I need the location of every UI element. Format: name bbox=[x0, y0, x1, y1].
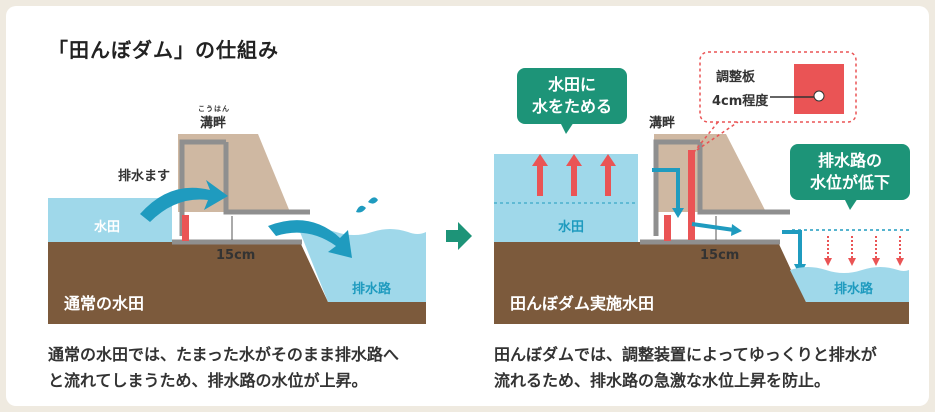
bubble-line: 水田に bbox=[547, 75, 596, 94]
right-bank bbox=[654, 134, 766, 212]
right-paddy-water bbox=[494, 154, 638, 242]
drop-arrows bbox=[827, 236, 901, 258]
left-drain-pipe bbox=[223, 142, 310, 215]
right-paddy-label: 水田 bbox=[558, 220, 585, 235]
right-kohan-label: 溝畔 bbox=[649, 116, 676, 131]
rise-arrows bbox=[532, 154, 616, 196]
right-drain-pipe bbox=[697, 142, 790, 215]
bubble-lower-level: 排水路の 水位が低下 bbox=[790, 144, 910, 200]
right-channel-label: 排水路 bbox=[834, 282, 874, 297]
left-caption: 通常の水田では、たまった水がそのまま排水路へ と流れてしまうため、排水路の水位が… bbox=[48, 342, 448, 394]
splash-icon bbox=[356, 197, 378, 213]
board-sample bbox=[794, 64, 844, 114]
bubble-tail-store bbox=[560, 122, 574, 134]
left-channel-label: 排水路 bbox=[352, 282, 392, 297]
right-flow-head-2 bbox=[731, 224, 742, 236]
left-kohan-label: 溝畔 bbox=[200, 116, 227, 131]
right-drain-box bbox=[653, 139, 700, 236]
left-earth bbox=[48, 242, 426, 324]
left-paddy-label: 水田 bbox=[94, 220, 121, 235]
right-caption-line: 流れるため、排水路の急激な水位上昇を防止。 bbox=[494, 371, 831, 390]
board-size-label: 4cm程度 bbox=[712, 94, 769, 109]
right-earth bbox=[494, 242, 909, 324]
bubble-line: 水をためる bbox=[531, 97, 612, 116]
right-caption-line: 田んぼダムでは、調整装置によってゆっくりと排水が bbox=[494, 345, 877, 364]
bubble-store-water: 水田に 水をためる bbox=[517, 68, 627, 124]
left-flow-arrow-2 bbox=[268, 220, 352, 258]
left-banner: 通常の水田 bbox=[64, 294, 145, 313]
right-caption: 田んぼダムでは、調整装置によってゆっくりと排水が 流れるため、排水路の急激な水位… bbox=[494, 342, 924, 394]
board-hole bbox=[813, 90, 825, 102]
bubble-line: 排水路の bbox=[817, 151, 882, 170]
right-width-label: 15cm bbox=[700, 248, 740, 263]
bubble-line: 水位が低下 bbox=[809, 173, 890, 192]
left-board bbox=[182, 215, 189, 241]
right-flow-head-1 bbox=[672, 208, 684, 218]
ruby-kohan: こうはん bbox=[198, 105, 230, 113]
left-caption-line: と流れてしまうため、排水路の水位が上昇。 bbox=[48, 371, 368, 390]
right-board-short bbox=[664, 215, 671, 241]
right-flow-arrow-2 bbox=[691, 222, 735, 232]
left-caption-line: 通常の水田では、たまった水がそのまま排水路へ bbox=[48, 345, 399, 364]
left-masu-label: 排水ます bbox=[118, 169, 171, 184]
left-flow-arrow-1 bbox=[140, 180, 228, 222]
right-channel-water bbox=[790, 267, 909, 302]
right-flow-arrow-1 bbox=[652, 168, 680, 210]
bubble-tail-lower bbox=[844, 198, 858, 210]
left-drain-box bbox=[179, 139, 226, 236]
board-label: 調整板 bbox=[716, 70, 756, 85]
right-board-tall bbox=[688, 150, 695, 240]
right-banner: 田んぼダム実施水田 bbox=[510, 294, 655, 313]
drop-heads bbox=[824, 258, 904, 266]
right-flow-arrow-3 bbox=[782, 230, 802, 266]
left-width-label: 15cm bbox=[216, 248, 256, 263]
left-channel-water bbox=[300, 229, 426, 302]
callout-pointer bbox=[693, 121, 739, 153]
page-title: 「田んぼダム」の仕組み bbox=[48, 38, 279, 62]
